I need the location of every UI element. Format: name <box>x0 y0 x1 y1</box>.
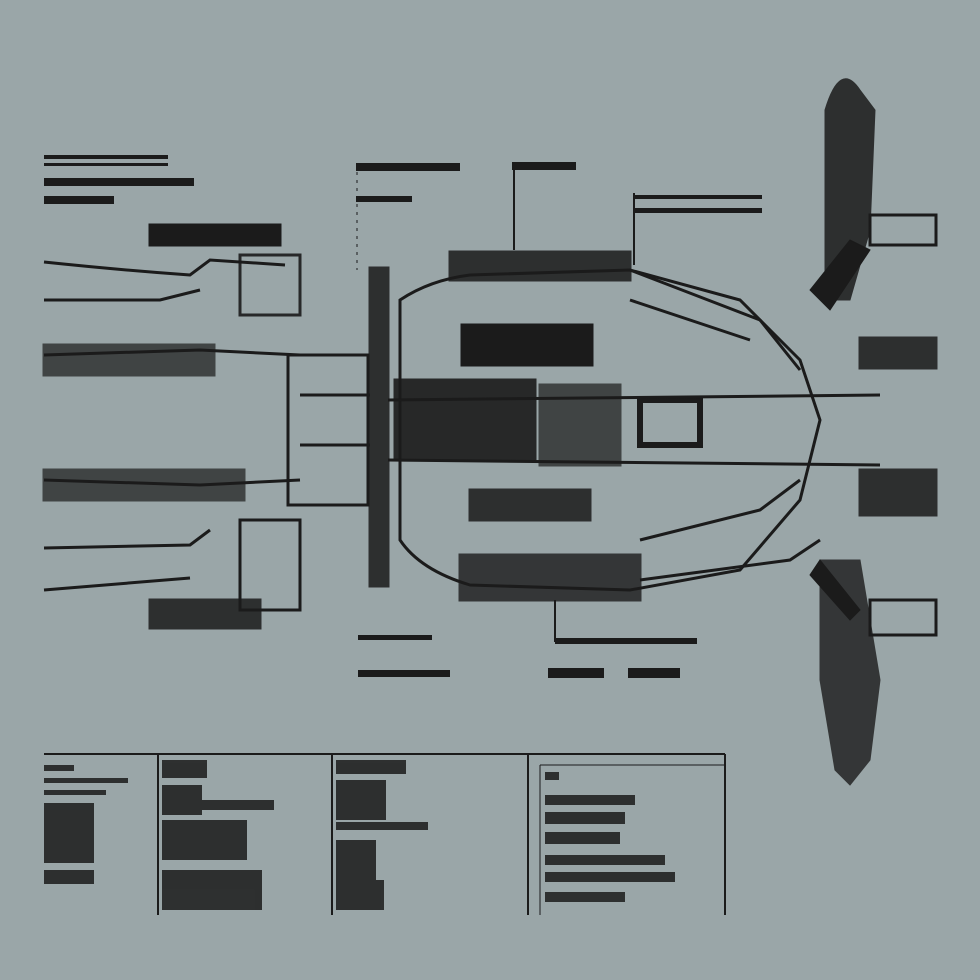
chassis-drawing <box>42 213 938 637</box>
title-label-block <box>44 155 194 204</box>
callout-labels <box>356 162 762 678</box>
spec-table <box>44 753 726 915</box>
rotor-blades <box>809 78 881 786</box>
